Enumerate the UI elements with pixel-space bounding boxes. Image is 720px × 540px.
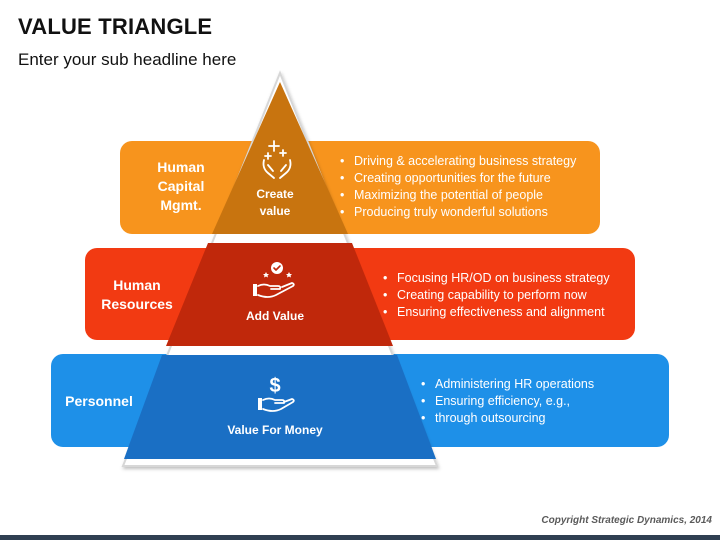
- tier-label-line: value: [259, 204, 291, 218]
- tier-label-value-for-money: Value For Money: [205, 422, 345, 439]
- bullet-item: Driving & accelerating business strategy: [340, 153, 576, 170]
- svg-text:$: $: [269, 375, 280, 397]
- band-label-line: Personnel: [65, 393, 133, 409]
- bullet-item: Ensuring effectiveness and alignment: [383, 304, 610, 321]
- bullets-human-capital: Driving & accelerating business strategy…: [340, 153, 576, 221]
- page-subtitle: Enter your sub headline here: [18, 50, 237, 69]
- tier-label-create-value: Create value: [240, 186, 310, 220]
- bullet-item: Ensuring efficiency, e.g.,: [421, 393, 594, 410]
- band-label-line: Resources: [101, 296, 173, 312]
- tier-label-line: Value For Money: [227, 423, 323, 437]
- bullet-item: Creating capability to perform now: [383, 287, 610, 304]
- bullet-item: through outsourcing: [421, 410, 594, 427]
- hand-with-stars-and-check-icon: [253, 262, 295, 298]
- band-label-human-resources: Human Resources: [96, 276, 178, 314]
- band-label-line: Mgmt.: [160, 197, 202, 213]
- tier-label-line: Create: [256, 187, 294, 201]
- dollar-in-hand-icon: $: [258, 375, 295, 412]
- tier-label-add-value: Add Value: [225, 308, 325, 325]
- pyramid-tier-bottom: [124, 355, 436, 459]
- pyramid-tier-middle: [166, 243, 393, 346]
- page-title: VALUE TRIANGLE: [18, 14, 213, 39]
- band-label-line: Capital: [157, 178, 205, 194]
- pyramid-tier-top: [212, 82, 348, 234]
- bullets-human-resources: Focusing HR/OD on business strategy Crea…: [383, 270, 610, 321]
- band-label-human-capital: Human Capital Mgmt.: [140, 158, 222, 215]
- hands-with-sparkles-icon: [262, 140, 292, 179]
- bottom-bar: [0, 535, 720, 540]
- bullet-item: Creating opportunities for the future: [340, 170, 576, 187]
- bullet-item: Administering HR operations: [421, 376, 594, 393]
- bullet-item: Focusing HR/OD on business strategy: [383, 270, 610, 287]
- tier-label-line: Add Value: [245, 309, 304, 323]
- bullet-item: Producing truly wonderful solutions: [340, 204, 576, 221]
- bullet-item: Maximizing the potential of people: [340, 187, 576, 204]
- band-label-line: Human: [113, 277, 161, 293]
- bullets-personnel: Administering HR operations Ensuring eff…: [421, 376, 594, 427]
- copyright-footer: Copyright Strategic Dynamics, 2014: [541, 515, 712, 526]
- band-label-line: Human: [157, 159, 205, 175]
- band-label-personnel: Personnel: [58, 392, 140, 411]
